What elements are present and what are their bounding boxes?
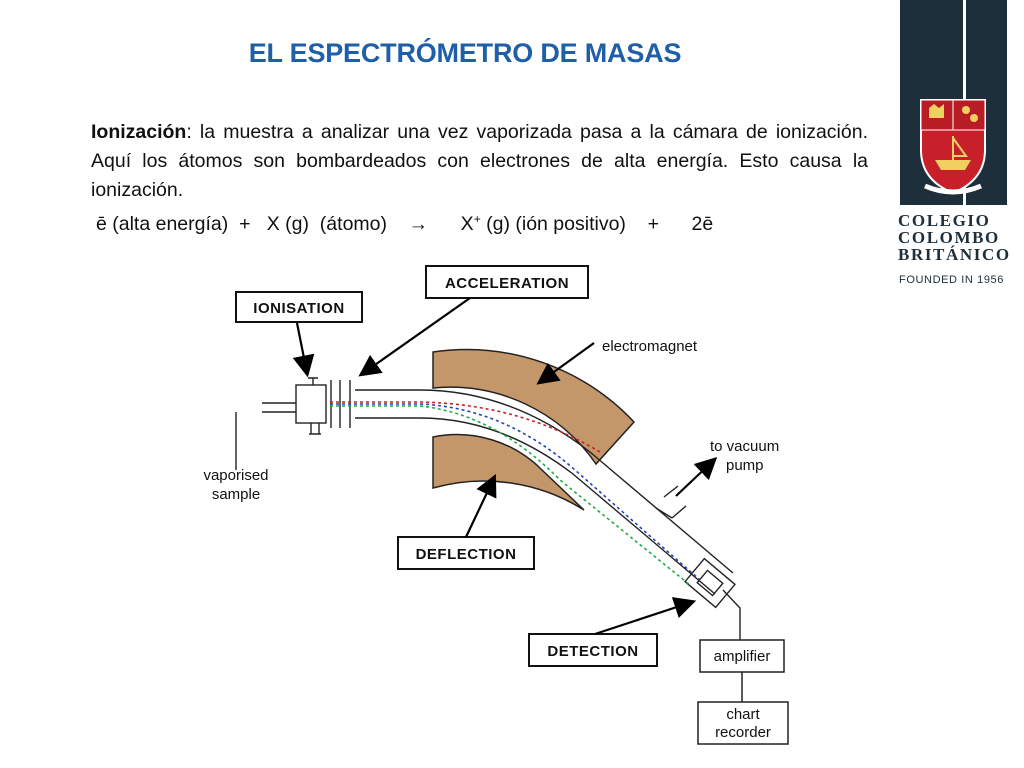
paragraph-lead: Ionización [91,121,187,143]
recorder-label-2: recorder [715,724,771,741]
electromagnet-label: electromagnet [602,338,698,355]
brand-line-1: COLEGIO [898,211,991,230]
sample-label-2: sample [212,486,260,503]
slide-title: EL ESPECTRÓMETRO DE MASAS [248,38,682,68]
school-crest-icon [920,99,986,195]
paragraph-body: : la muestra a analizar una vez vaporiza… [91,121,868,201]
electromagnet-upper-pole [432,348,636,466]
electromagnet-lower-pole [432,433,585,511]
chart-recorder-box: chart recorder [697,701,789,745]
vacuum-label-1: to vacuum [710,438,779,455]
ionisation-label: IONISATION [253,300,344,317]
detection-box: DETECTION [528,633,658,667]
amplifier-label: amplifier [714,648,771,665]
brand-line-2: COLOMBO [898,228,1000,247]
deflection-label: DEFLECTION [416,546,517,563]
vacuum-label-2: pump [726,457,764,474]
equation-superscript: + [473,212,481,226]
equation-part1: ē (alta energía) + X (g) (átomo) → X [96,213,474,235]
ionization-paragraph: Ionización: la muestra a analizar una ve… [91,118,868,205]
amplifier-box: amplifier [699,639,785,673]
flight-tube [355,389,741,640]
brand-bar [900,0,1007,205]
brand-line-3: BRITÁNICO [898,245,1011,264]
brand-founded: FOUNDED IN 1956 [899,274,1004,286]
sample-label-1: vaporised [203,467,268,484]
ionization-equation: ē (alta energía) + X (g) (átomo) → X+ (g… [96,212,713,236]
ion-path-red [330,401,601,453]
deflection-box: DEFLECTION [397,536,535,570]
detection-label: DETECTION [547,643,638,660]
recorder-label-1: chart [726,706,760,723]
brand-name: COLEGIO COLOMBO BRITÁNICO [898,212,1013,263]
equation-part2: (g) (ión positivo) + 2ē [480,213,714,235]
ionisation-chamber [235,377,351,470]
ionisation-box: IONISATION [235,291,363,323]
acceleration-label: ACCELERATION [445,275,569,292]
diagram-arrows [292,297,718,636]
acceleration-box: ACCELERATION [425,265,589,299]
ion-path-blue [330,403,701,581]
